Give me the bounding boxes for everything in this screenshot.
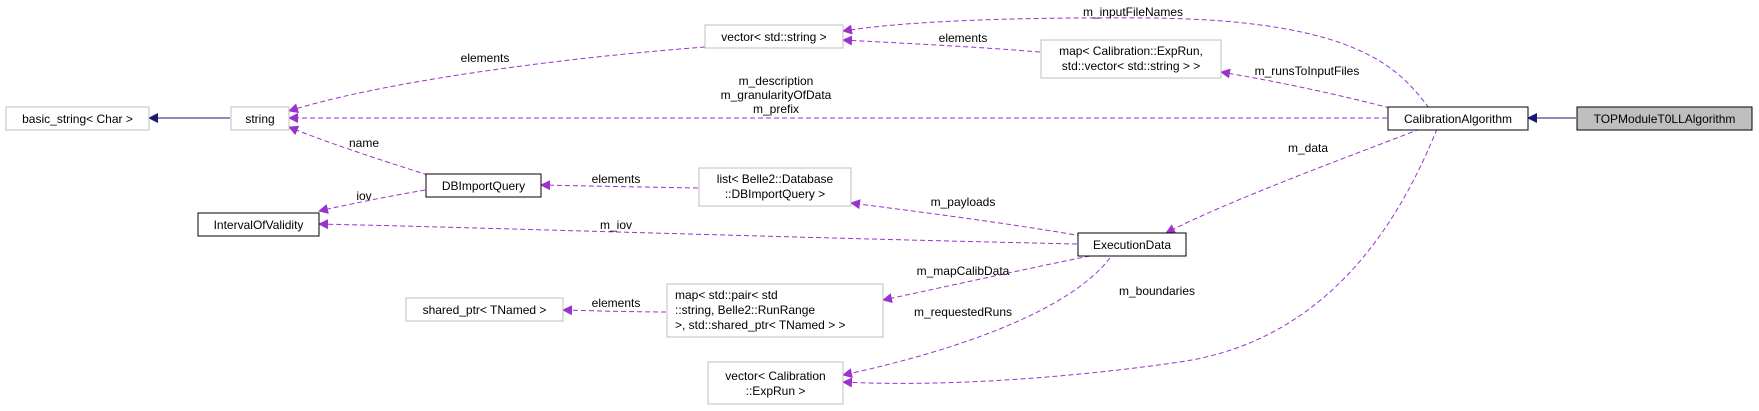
node-label: shared_ptr< TNamed >	[423, 303, 547, 317]
node-label: DBImportQuery	[442, 179, 525, 193]
edge-calibration-to-execution-data	[1165, 128, 1421, 234]
node-label: map< Calibration::ExpRun,	[1059, 44, 1203, 58]
node-shared-ptr[interactable]: shared_ptr< TNamed >	[405, 297, 564, 322]
edge-execution-data-to-map-pair	[882, 255, 1091, 304]
edge-label-runs-to-input-files: m_runsToInputFiles	[1255, 64, 1360, 78]
node-vector-exprun[interactable]: vector< Calibration ::ExpRun >	[707, 361, 844, 405]
edge-execution-data-to-interval	[318, 219, 1078, 245]
node-label: ::string, Belle2::RunRange	[675, 303, 815, 317]
node-label: std::vector< std::string > >	[1062, 59, 1200, 73]
node-list-dbimportquery[interactable]: list< Belle2::Database ::DBImportQuery >	[698, 167, 852, 207]
edge-label-string-member: m_prefix	[753, 102, 799, 116]
edge-calibration-to-vector-string	[842, 17, 1430, 109]
edge-map-pair-to-shared-ptr	[562, 305, 667, 316]
edge-label-elements: elements	[592, 172, 641, 186]
node-vector-string[interactable]: vector< std::string >	[704, 24, 844, 49]
node-label: CalibrationAlgorithm	[1404, 112, 1512, 126]
node-top-module-t0ll-algorithm[interactable]: TOPModuleT0LLAlgorithm	[1576, 106, 1753, 131]
node-map-exprun[interactable]: map< Calibration::ExpRun, std::vector< s…	[1040, 39, 1222, 79]
node-interval-of-validity[interactable]: IntervalOfValidity	[197, 212, 320, 237]
node-map-pair[interactable]: map< std::pair< std ::string, Belle2::Ru…	[666, 283, 884, 338]
node-basic-string[interactable]: basic_string< Char >	[5, 106, 150, 131]
edge-vector-string-to-string	[288, 46, 706, 114]
node-label: vector< std::string >	[721, 30, 826, 44]
edge-label-elements: elements	[939, 31, 988, 45]
node-label: ExecutionData	[1093, 238, 1171, 252]
edge-label-name: name	[349, 136, 379, 150]
edge-label-string-member: m_granularityOfData	[721, 88, 832, 102]
node-label: >, std::shared_ptr< TNamed > >	[675, 318, 846, 332]
edge-map-exprun-to-vector-string	[842, 35, 1041, 53]
node-label: map< std::pair< std	[675, 288, 778, 302]
edge-label-iov: iov	[356, 189, 371, 203]
node-label: IntervalOfValidity	[214, 218, 304, 232]
edge-execution-data-to-vector-exprun	[842, 257, 1111, 379]
edge-calibration-to-vector-exprun	[842, 128, 1438, 388]
edge-label-payloads: m_payloads	[931, 195, 996, 209]
node-label: list< Belle2::Database	[717, 172, 834, 186]
edge-execution-data-to-list	[850, 199, 1083, 237]
edge-label-elements: elements	[461, 51, 510, 65]
edge-label-m-data: m_data	[1288, 141, 1328, 155]
node-label: basic_string< Char >	[22, 112, 133, 126]
node-label: string	[245, 112, 274, 126]
node-label: ::DBImportQuery >	[725, 187, 825, 201]
node-label: vector< Calibration	[725, 369, 825, 383]
node-label: TOPModuleT0LLAlgorithm	[1594, 112, 1736, 126]
edge-label-input-file-names: m_inputFileNames	[1083, 5, 1183, 19]
edge-dbimportquery-to-interval	[318, 189, 426, 214]
edge-label-requested-runs: m_requestedRuns	[914, 305, 1012, 319]
edge-label-string-member: m_description	[739, 74, 814, 88]
edge-label-boundaries: m_boundaries	[1119, 284, 1195, 298]
node-execution-data[interactable]: ExecutionData	[1077, 232, 1187, 257]
edge-label-m-iov: m_iov	[600, 218, 632, 232]
edge-label-map-calib-data: m_mapCalibData	[917, 264, 1010, 278]
edge-dbimportquery-to-string	[288, 125, 429, 176]
node-string[interactable]: string	[230, 106, 290, 131]
edge-calibration-to-map-exprun	[1220, 68, 1391, 109]
node-db-import-query[interactable]: DBImportQuery	[425, 173, 542, 198]
edge-list-to-dbimportquery	[540, 180, 699, 191]
node-label: ::ExpRun >	[746, 384, 806, 398]
node-calibration-algorithm[interactable]: CalibrationAlgorithm	[1387, 106, 1529, 131]
edge-label-elements: elements	[592, 296, 641, 310]
